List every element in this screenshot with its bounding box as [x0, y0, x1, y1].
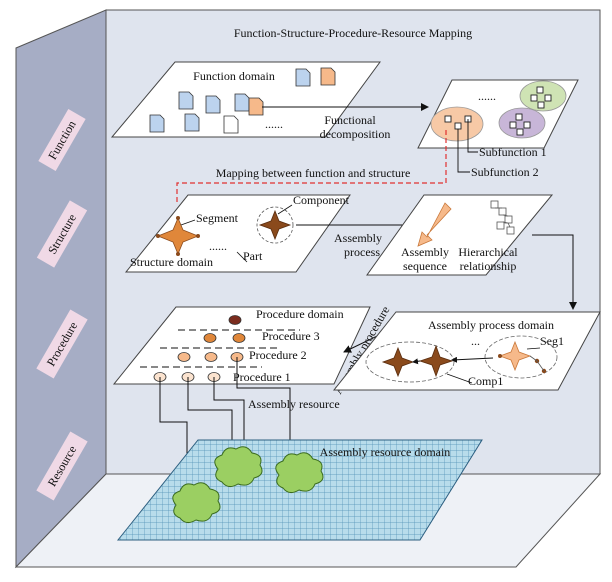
- document-icon: [234, 93, 250, 112]
- subfunction-group-green: [519, 80, 567, 112]
- structure-domain-label: Structure domain: [130, 255, 213, 269]
- subfunction-group-purple: [498, 107, 546, 139]
- procedure-node: [204, 352, 218, 362]
- mapping-label: Mapping between function and structure: [216, 166, 411, 180]
- structure-domain-plane: [124, 194, 351, 273]
- process-flow-arrow: [412, 358, 421, 365]
- procedure-3-label: Procedure 3: [262, 329, 320, 343]
- assembly-process-label-2: process: [344, 245, 380, 259]
- assembly-process-domain-label: Assembly process domain: [428, 318, 554, 332]
- procedure-node: [177, 352, 191, 362]
- document-icon: [184, 113, 200, 132]
- comp1-leader: [446, 373, 473, 384]
- layer-tag-resource-bg: [36, 431, 88, 501]
- diagram-title: Function-Structure-Procedure-Resource Ma…: [234, 26, 472, 40]
- layer-tag-structure-bg: [36, 200, 88, 268]
- subfunction-1-leader: [467, 119, 478, 153]
- structure-ellipsis: ......: [209, 239, 227, 253]
- segment-star-icon: [156, 216, 200, 256]
- resource-connector: [187, 377, 236, 461]
- procedure-node: [203, 333, 217, 343]
- subfunction-1-label: Subfunction 1: [479, 145, 547, 159]
- document-icon: [248, 97, 264, 116]
- subfunction-ellipsis: ......: [478, 89, 496, 103]
- part-leader: [236, 251, 248, 263]
- resource-connector: [236, 357, 294, 477]
- document-icon: [149, 114, 165, 133]
- component-leader: [277, 204, 293, 215]
- seg1-label: Seg1: [540, 334, 564, 348]
- process-star-icon: [381, 346, 415, 378]
- function-domain-label: Function domain: [193, 69, 275, 83]
- document-icon: [223, 115, 239, 134]
- functional-decomposition-label-1: Functional: [324, 113, 376, 127]
- segment-leader: [180, 219, 196, 226]
- seg1-boundary: [484, 335, 558, 379]
- component-boundary: [256, 206, 294, 244]
- seg1-node: [498, 354, 502, 358]
- component-label: Component: [293, 193, 350, 207]
- resource-domain-label: Assembly resource domain: [320, 445, 451, 459]
- hierarchical-relationship-icon: [490, 200, 515, 235]
- subfunction-2-label: Subfunction 2: [471, 165, 539, 179]
- resource-clouds: [172, 446, 324, 524]
- segment-label: Segment: [196, 211, 239, 225]
- seg1-star-icon: [498, 340, 532, 372]
- document-icon: [295, 68, 311, 87]
- layer-tag-procedure-bg: [36, 309, 88, 379]
- assembly-sequence-label-1: Assembly: [401, 245, 449, 259]
- assembly-to-process-arrow: [532, 234, 577, 310]
- document-icon: [320, 67, 336, 86]
- procedure-2-label: Procedure 2: [249, 348, 307, 362]
- function-structure-mapping-line: [176, 130, 447, 204]
- function-documents: [149, 67, 336, 134]
- process-star-icon: [418, 344, 454, 378]
- seg1-link: [529, 355, 538, 362]
- document-icon: [178, 91, 194, 110]
- process-ellipsis: ...: [471, 334, 480, 348]
- assembly-sequence-label-2: sequence: [403, 259, 447, 273]
- cloud-icon: [275, 452, 324, 494]
- part-label: Part: [243, 249, 263, 263]
- cloud-icon: [214, 446, 263, 488]
- functional-decomposition-label-2: decomposition: [320, 127, 391, 141]
- hierarchical-label-2: relationship: [460, 259, 517, 273]
- document-icon: [205, 95, 221, 114]
- assembly-process-label-1: Assembly: [334, 231, 382, 245]
- procedure-node: [228, 315, 242, 325]
- component-star-icon: [258, 209, 292, 241]
- seg1-link: [536, 360, 545, 372]
- assembly-resource-label: Assembly resource: [248, 397, 340, 411]
- seg1-leader: [526, 347, 541, 350]
- procedure-domain-plane: [112, 306, 371, 385]
- hierarchical-label-1: Hierarchical: [458, 245, 518, 259]
- comp1-label: Comp1: [468, 374, 503, 388]
- assembly-sequence-arrow-icon: [417, 202, 452, 247]
- subfunction-2-leader: [457, 129, 470, 173]
- procedure-domain-label: Procedure domain: [256, 307, 344, 321]
- cloud-icon: [172, 482, 221, 524]
- procedure-node: [232, 333, 246, 343]
- process-flow-arrow: [451, 356, 494, 363]
- procedure-1-label: Procedure 1: [233, 370, 291, 384]
- layer-tag-function-bg: [38, 109, 86, 171]
- function-ellipsis: ......: [265, 117, 283, 131]
